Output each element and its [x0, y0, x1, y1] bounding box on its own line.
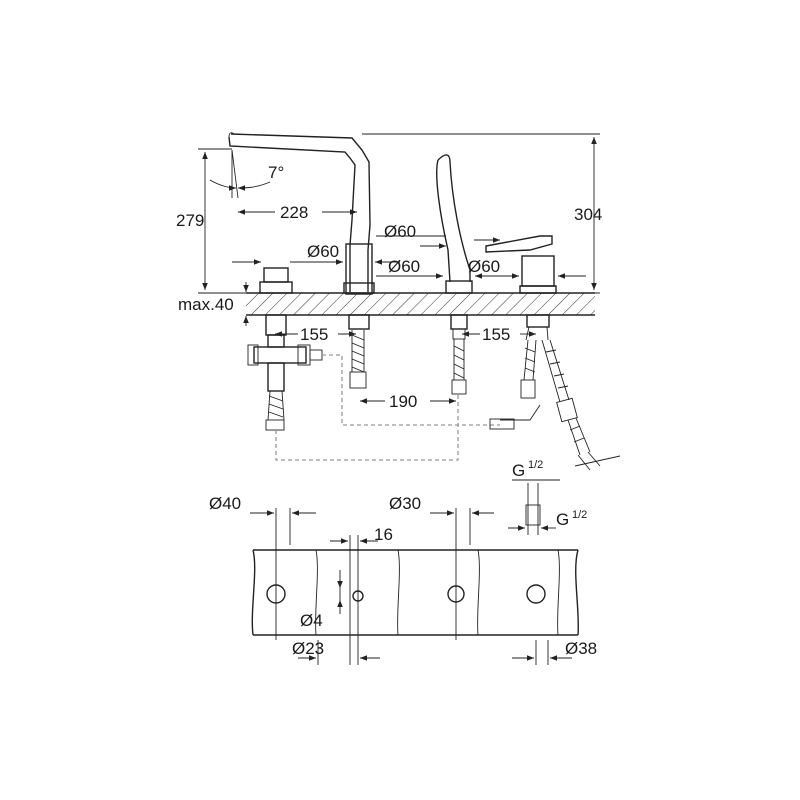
dim-190-label: 190 — [389, 392, 417, 411]
thread-label-lower-g: G — [556, 510, 569, 529]
hose-lines — [275, 354, 541, 461]
hole-right — [526, 584, 546, 604]
dim-angle-7: 7° — [209, 149, 284, 199]
dim-max-40-label: max.40 — [178, 295, 234, 314]
thread-label-upper-g: G — [512, 461, 525, 480]
dim-diameter-60-handshower: Ø60 Ø60 — [376, 222, 500, 279]
dim-hole-4-label: Ø4 — [300, 611, 323, 630]
dim-diameter-60-lever: Ø60 — [468, 237, 586, 279]
thread-label-upper: G 1/2 — [512, 455, 621, 481]
mixer-lever — [485, 235, 601, 471]
dim-handshower-diameter-label: Ø60 — [384, 222, 416, 241]
dim-spout-diameter-label: Ø60 — [307, 242, 339, 261]
dim-max-40: max.40 — [178, 282, 249, 326]
dim-16-label: 16 — [374, 525, 393, 544]
thread-label-lower-fraction: 1/2 — [572, 509, 587, 521]
dim-155-right: 155 — [462, 325, 536, 344]
dim-diverter-diameter-label: Ø60 — [388, 257, 420, 276]
dim-hole-38-label: Ø38 — [565, 639, 597, 658]
dim-304: 304 — [362, 133, 602, 294]
side-view: 279 7° 228 304 Ø60 — [176, 132, 621, 535]
dim-hole-23-label: Ø23 — [292, 639, 324, 658]
dim-155-left: 155 — [275, 325, 356, 344]
dim-hole-30-label: Ø30 — [389, 494, 421, 513]
dim-diameter-60-spout: Ø60 — [290, 242, 400, 265]
dim-lever-diameter-label: Ø60 — [468, 257, 500, 276]
diverter-knob — [247, 267, 323, 431]
dim-155-left-label: 155 — [300, 325, 328, 344]
dim-hole-40-label: Ø40 — [209, 494, 241, 513]
dim-279: 279 — [176, 148, 246, 294]
dim-angle-label: 7° — [268, 163, 284, 182]
dim-228: 228 — [238, 203, 357, 222]
dim-190: 190 — [360, 392, 456, 411]
thread-label-lower: G 1/2 — [508, 483, 587, 535]
dim-228-label: 228 — [280, 203, 308, 222]
handshower — [436, 154, 473, 395]
hole-template: Ø40 Ø30 16 Ø4 Ø23 Ø38 — [209, 494, 597, 665]
dim-155-right-label: 155 — [482, 325, 510, 344]
spout-faucet — [228, 132, 375, 389]
thread-label-upper-fraction: 1/2 — [528, 459, 543, 471]
deck-section — [246, 292, 595, 316]
dim-279-label: 279 — [176, 211, 204, 230]
dim-304-label: 304 — [574, 205, 602, 224]
